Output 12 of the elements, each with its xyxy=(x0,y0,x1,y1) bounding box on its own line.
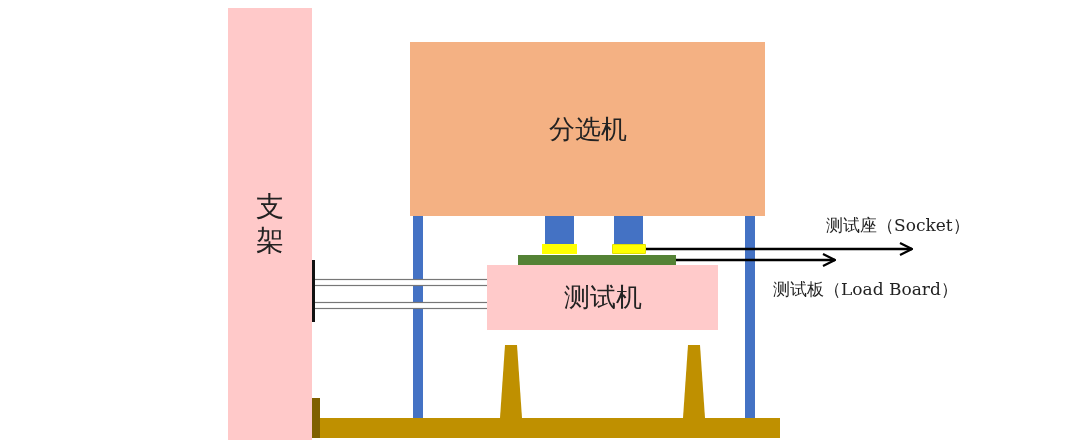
node-label: 测试机 xyxy=(563,281,642,314)
leader-line xyxy=(676,252,837,268)
socket xyxy=(612,244,646,254)
handler-box xyxy=(410,42,765,216)
label-text: 测试座（Socket） xyxy=(826,214,990,252)
leader-line xyxy=(646,241,914,257)
node-label: 支架 xyxy=(255,190,285,258)
support-frame xyxy=(228,8,312,440)
node-label: 分选机 xyxy=(548,112,627,146)
tester-box xyxy=(487,265,718,330)
load-board xyxy=(518,255,676,265)
label-text: 测试板（Load Board） xyxy=(773,257,983,301)
